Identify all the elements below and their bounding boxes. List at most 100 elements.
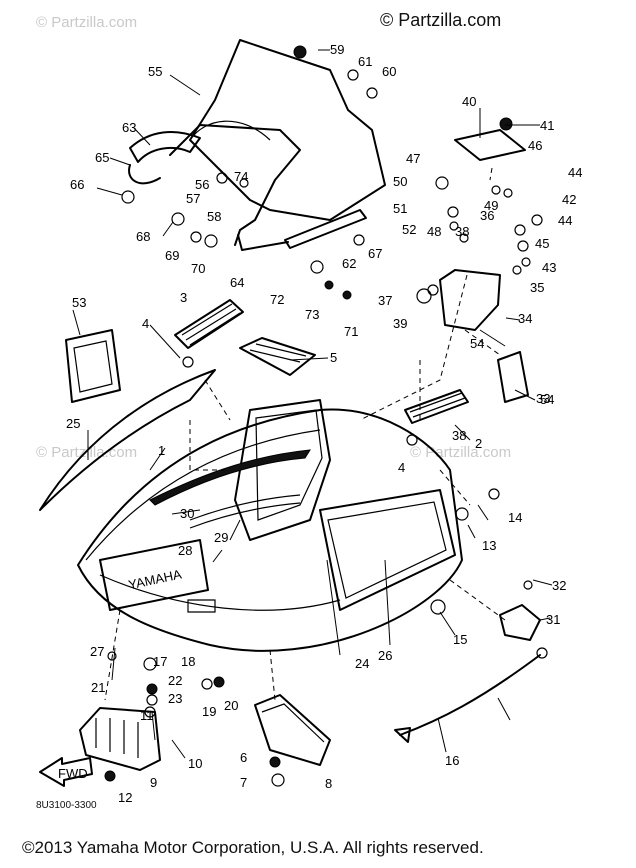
part-label-35: 35 (530, 280, 544, 295)
part-label-10: 10 (188, 756, 202, 771)
part-label-52: 52 (402, 222, 416, 237)
partzilla-brand: © Partzilla.com (380, 10, 502, 30)
forward-arrow: FWD (39, 757, 93, 787)
part-label-36: 36 (480, 208, 494, 223)
part-label-4: 4 (142, 316, 149, 331)
glove-box-34[interactable] (439, 269, 501, 331)
part-label-44: 44 (568, 165, 582, 180)
part-label-12: 12 (118, 790, 132, 805)
trim-64[interactable] (237, 234, 289, 251)
bracket-40[interactable] (454, 129, 526, 161)
part-label-74: 74 (234, 169, 248, 184)
vent-cover-53[interactable] (65, 329, 121, 403)
part-label-55: 55 (148, 64, 162, 79)
part-label-70: 70 (191, 261, 205, 276)
part-label-41: 41 (540, 118, 554, 133)
part-label-9: 9 (150, 775, 157, 790)
part-label-50: 50 (393, 174, 407, 189)
part-label-69: 69 (165, 248, 179, 263)
stripe-26[interactable] (39, 369, 216, 511)
engine-hood[interactable] (77, 408, 463, 652)
part-label-20: 20 (224, 698, 238, 713)
part-label-64: 64 (230, 275, 244, 290)
part-label-61: 61 (358, 54, 372, 69)
decal-text: YAMAHA (127, 566, 183, 592)
part-label-38: 38 (452, 428, 466, 443)
part-label-71: 71 (344, 324, 358, 339)
plate-54[interactable] (497, 351, 529, 403)
windshield[interactable] (189, 39, 386, 221)
copyright-footer: ©2013 Yamaha Motor Corporation, U.S.A. A… (22, 838, 484, 857)
part-label-62: 62 (342, 256, 356, 271)
part-label-21: 21 (91, 680, 105, 695)
part-label-72: 72 (270, 292, 284, 307)
diagram-code: 8U3100-3300 (36, 800, 97, 811)
part-label-43: 43 (542, 260, 556, 275)
part-label-73: 73 (305, 307, 319, 322)
part-label-37: 37 (378, 293, 392, 308)
part-label-66: 66 (70, 177, 84, 192)
part-label-44: 44 (558, 213, 572, 228)
part-label-39: 39 (393, 316, 407, 331)
cable-16[interactable] (394, 647, 548, 743)
trim-strip-62[interactable] (284, 209, 367, 249)
part-label-28: 28 (178, 543, 192, 558)
part-label-63: 63 (122, 120, 136, 135)
part-label-33: 33 (536, 391, 550, 406)
part-label-15: 15 (453, 632, 467, 647)
part-label-2: 2 (475, 436, 482, 451)
vent-grille-3[interactable] (174, 299, 244, 349)
part-label-54: 54 (470, 336, 484, 351)
part-label-11: 11 (140, 708, 154, 723)
part-label-6: 6 (240, 750, 247, 765)
bracket-9[interactable] (79, 707, 161, 771)
part-label-60: 60 (382, 64, 396, 79)
part-label-58: 58 (207, 209, 221, 224)
hood-console[interactable] (234, 399, 331, 541)
part-label-57: 57 (186, 191, 200, 206)
part-label-17: 17 (153, 654, 167, 669)
part-label-23: 23 (168, 691, 182, 706)
watermark-top-left: © Partzilla.com (36, 14, 138, 31)
part-label-45: 45 (535, 236, 549, 251)
part-label-40: 40 (462, 94, 476, 109)
part-label-68: 68 (136, 229, 150, 244)
part-label-8: 8 (325, 776, 332, 791)
part-label-4: 4 (398, 460, 405, 475)
part-label-42: 42 (562, 192, 576, 207)
part-label-3: 3 (180, 290, 187, 305)
part-label-49: 49 (484, 198, 498, 213)
windshield-trim[interactable] (128, 131, 201, 185)
windshield-frame[interactable] (169, 124, 301, 246)
leader-lines (72, 49, 553, 759)
part-label-14: 14 (508, 510, 522, 525)
assembly-lines (104, 167, 506, 701)
part-label-46: 46 (528, 138, 542, 153)
tool-bag-8[interactable] (254, 694, 331, 766)
part-label-24: 24 (355, 656, 369, 671)
part-label-67: 67 (368, 246, 382, 261)
latch-32[interactable] (499, 604, 541, 641)
stripe-30[interactable] (189, 494, 301, 529)
part-label-30: 30 (180, 506, 194, 521)
part-label-5: 5 (330, 350, 337, 365)
vent-grille-2[interactable] (404, 389, 469, 424)
vent-grille-5[interactable] (239, 337, 316, 376)
part-label-29: 29 (214, 530, 228, 545)
stripe-31[interactable] (149, 449, 311, 506)
part-label-25: 25 (66, 416, 80, 431)
front-decal[interactable]: YAMAHA (99, 539, 216, 613)
side-panel-25[interactable] (319, 489, 456, 611)
part-label-34: 34 (518, 311, 532, 326)
part-label-56: 56 (195, 177, 209, 192)
part-label-51: 51 (393, 201, 407, 216)
part-label-1: 1 (158, 443, 165, 458)
fasteners[interactable] (104, 45, 543, 787)
part-label-47: 47 (406, 151, 420, 166)
part-label-38: 38 (455, 224, 469, 239)
part-label-13: 13 (482, 538, 496, 553)
part-label-53: 53 (72, 295, 86, 310)
part-label-31: 31 (546, 612, 560, 627)
